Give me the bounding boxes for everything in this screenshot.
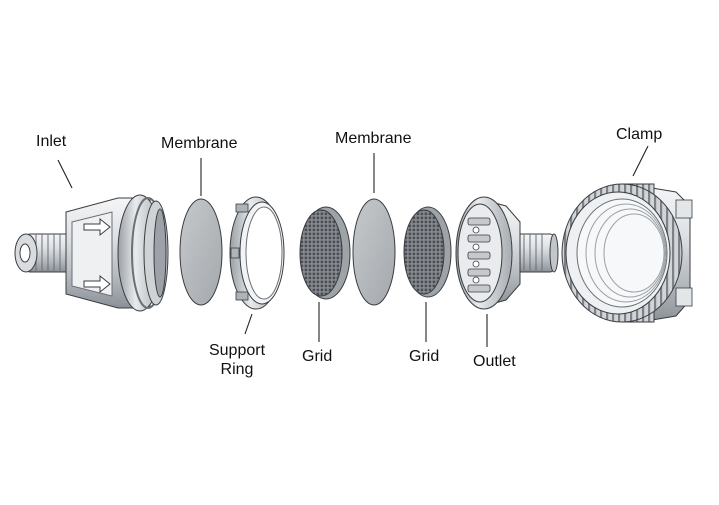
grid-1-part bbox=[299, 206, 351, 300]
grid-2-part bbox=[403, 206, 452, 298]
outlet-part bbox=[455, 196, 559, 310]
membrane-1-label: Membrane bbox=[161, 135, 238, 152]
grid-2-label: Grid bbox=[409, 348, 440, 365]
membrane-1-part bbox=[179, 198, 223, 306]
support-ring-label: Support Ring bbox=[208, 342, 266, 378]
inlet-part bbox=[14, 194, 169, 312]
grid-1-label: Grid bbox=[302, 348, 333, 365]
inlet-leader-line bbox=[57, 159, 73, 189]
inlet-label: Inlet bbox=[36, 133, 67, 150]
clamp-label: Clamp bbox=[616, 126, 663, 143]
clamp-part bbox=[561, 183, 693, 323]
membrane-2-label: Membrane bbox=[335, 130, 412, 147]
clamp-leader-line bbox=[632, 145, 649, 177]
support-ring-part bbox=[229, 196, 285, 310]
support-ring-leader-line bbox=[244, 313, 253, 335]
outlet-label: Outlet bbox=[473, 353, 516, 370]
membrane-2-part bbox=[352, 198, 396, 306]
